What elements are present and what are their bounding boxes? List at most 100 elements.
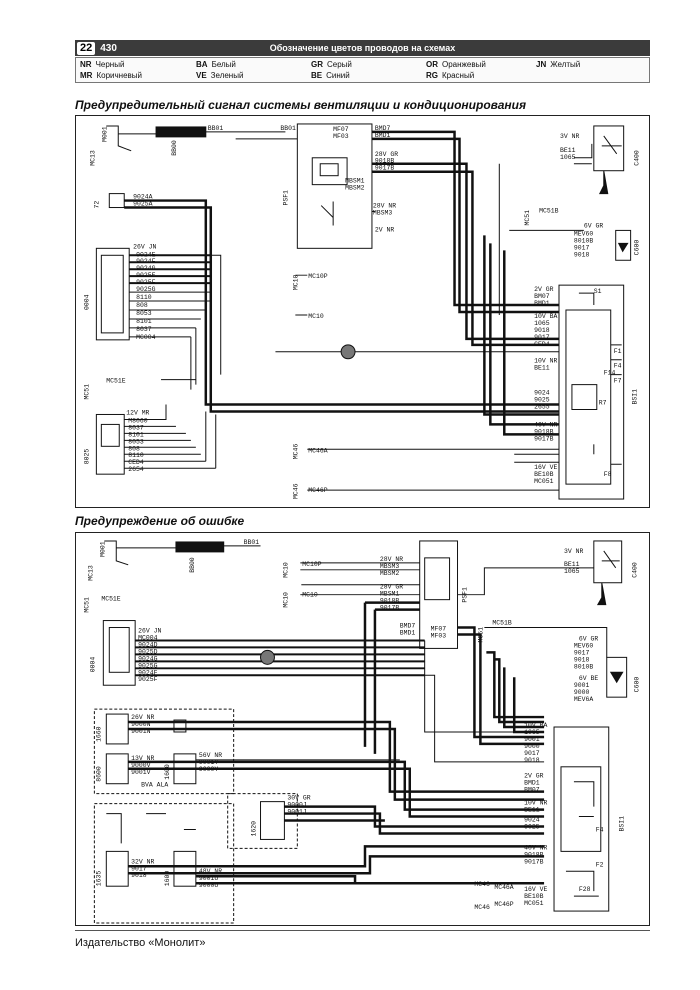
wire-label: 1065 bbox=[560, 154, 576, 161]
diagram-ventilation-warning: M001 MC13 BB00 BB01 BB01 PSF1 MF07 MF03 … bbox=[75, 115, 650, 508]
wire-label: MC10 bbox=[308, 313, 324, 320]
wire-label: 9018B bbox=[375, 158, 394, 165]
wire-label: R7 bbox=[599, 400, 607, 407]
wire-label: MC10 bbox=[282, 592, 289, 608]
wire-label: 1065 bbox=[564, 568, 580, 575]
wire-label: MEV60 bbox=[574, 230, 593, 237]
wire-label: 2V NR bbox=[375, 226, 394, 233]
wire-label: 1620 bbox=[251, 821, 258, 837]
section2-title: Предупреждение об ошибке bbox=[75, 514, 245, 528]
wire-label: PSF1 bbox=[461, 587, 468, 603]
wire-label: MC46 bbox=[474, 904, 490, 911]
wire-label: 9000 bbox=[574, 689, 590, 696]
wire-label: 2655 bbox=[534, 404, 550, 411]
wire-label: BMD1 bbox=[534, 300, 550, 307]
wire-label: 9024G bbox=[136, 265, 155, 272]
wire-label: BE11 bbox=[524, 807, 540, 814]
wire-label: MC10P bbox=[308, 273, 327, 280]
wire-label: F28 bbox=[579, 886, 591, 893]
wire-label: BMD7 bbox=[375, 125, 391, 132]
wire-label: MC051 bbox=[524, 900, 543, 907]
wire-label: 9024G bbox=[138, 655, 157, 662]
wire-label: MC51 bbox=[83, 597, 90, 613]
wire-label: BB00 bbox=[189, 557, 196, 573]
wire-label: 10V BA bbox=[524, 722, 547, 729]
wire-label: MC46A bbox=[494, 884, 513, 891]
wire-label: 8053 bbox=[128, 438, 144, 445]
wire-label: 6V GR bbox=[579, 635, 598, 642]
wire-label: 1600 bbox=[164, 871, 171, 887]
wire-label: F1 bbox=[614, 348, 622, 355]
wire-label: BE10B bbox=[534, 471, 553, 478]
wire-label: MC51 bbox=[477, 627, 484, 643]
wire-label: MC51B bbox=[492, 620, 511, 627]
wire-label: 9018 bbox=[534, 327, 550, 334]
wire-label: BE11 bbox=[534, 365, 550, 372]
wire-label: 8600 bbox=[95, 766, 102, 782]
wire-label: 9017B bbox=[380, 605, 399, 612]
wire-label: 28V GR bbox=[375, 151, 398, 158]
wire-label: 28V NR bbox=[373, 203, 396, 210]
wire-label: BB01 bbox=[208, 125, 224, 132]
wire-label: 9025 bbox=[534, 397, 550, 404]
wire-label: 6V BE bbox=[579, 675, 598, 682]
wire-label: BE11 bbox=[560, 147, 576, 154]
wire-label: MC51E bbox=[101, 596, 120, 603]
wire-label: 16V VE bbox=[534, 464, 557, 471]
wire-label: BB01 bbox=[244, 539, 260, 546]
wire-label: MC051 bbox=[534, 478, 553, 485]
wire-label: 10V NR bbox=[524, 800, 547, 807]
wire-label: 1660 bbox=[95, 726, 102, 742]
wire-label: 9001 bbox=[574, 682, 590, 689]
wire-label: 2654 bbox=[128, 466, 144, 473]
wire-label: 72 bbox=[93, 201, 100, 209]
wire-label: 8110 bbox=[136, 294, 152, 301]
wire-label: 9017 bbox=[534, 334, 550, 341]
wire-label: MC51 bbox=[524, 210, 531, 226]
wire-label: BMD7 bbox=[400, 623, 416, 630]
wire-label: MC46 bbox=[474, 881, 490, 888]
wire-label: 13V NR bbox=[131, 755, 154, 762]
wire-label: 1635 bbox=[95, 871, 102, 887]
wire-label: BM07 bbox=[524, 787, 540, 794]
wire-label: 9024D bbox=[138, 641, 157, 648]
wire-label: 9025A bbox=[133, 201, 152, 208]
wire-label: MC51B bbox=[539, 208, 558, 215]
wire-label: MC51 bbox=[83, 384, 90, 400]
wire-label: BB00 bbox=[171, 140, 178, 156]
wire-label: 26V JN bbox=[133, 243, 156, 250]
wire-label: 48V NR bbox=[199, 868, 222, 875]
wire-label: 28V NR bbox=[380, 556, 403, 563]
wire-label: 808 bbox=[128, 445, 140, 452]
wire-label: MF07 bbox=[431, 626, 447, 633]
wire-label: 9017 bbox=[524, 750, 540, 757]
wire-label: BMD1 bbox=[400, 629, 416, 636]
wire-label: MBSM3 bbox=[380, 563, 399, 570]
wire-label: 9018 bbox=[131, 872, 147, 879]
wire-label: 9000Y bbox=[199, 766, 218, 773]
wire-label: 9001 bbox=[524, 736, 540, 743]
wire-label: 0004 bbox=[89, 657, 96, 673]
wire-label: MC46A bbox=[308, 447, 327, 454]
wire-label: 28V GR bbox=[380, 584, 403, 591]
wire-label: 10V NR bbox=[534, 358, 557, 365]
wire-label: MC10 bbox=[292, 274, 299, 290]
wire-label: MC10 bbox=[282, 562, 289, 578]
wire-label: BSI1 bbox=[619, 816, 626, 832]
wire-label: MC10P bbox=[302, 561, 321, 568]
wire-label: F8 bbox=[604, 471, 612, 478]
wire-label: M001 bbox=[101, 126, 108, 142]
wire-label: 9017 bbox=[574, 244, 590, 251]
wire-label: 9018 bbox=[574, 251, 590, 258]
wire-label: MF03 bbox=[431, 632, 447, 639]
wire-label: 2V GR bbox=[534, 286, 553, 293]
wire-label: 9001V bbox=[131, 769, 150, 776]
wire-label: MBSM1 bbox=[345, 178, 364, 185]
wire-label: C400 bbox=[634, 150, 641, 166]
wire-label: BB01 bbox=[280, 125, 296, 132]
wire-label: M8060 bbox=[128, 417, 147, 424]
wire-label: 9000U bbox=[199, 882, 218, 889]
